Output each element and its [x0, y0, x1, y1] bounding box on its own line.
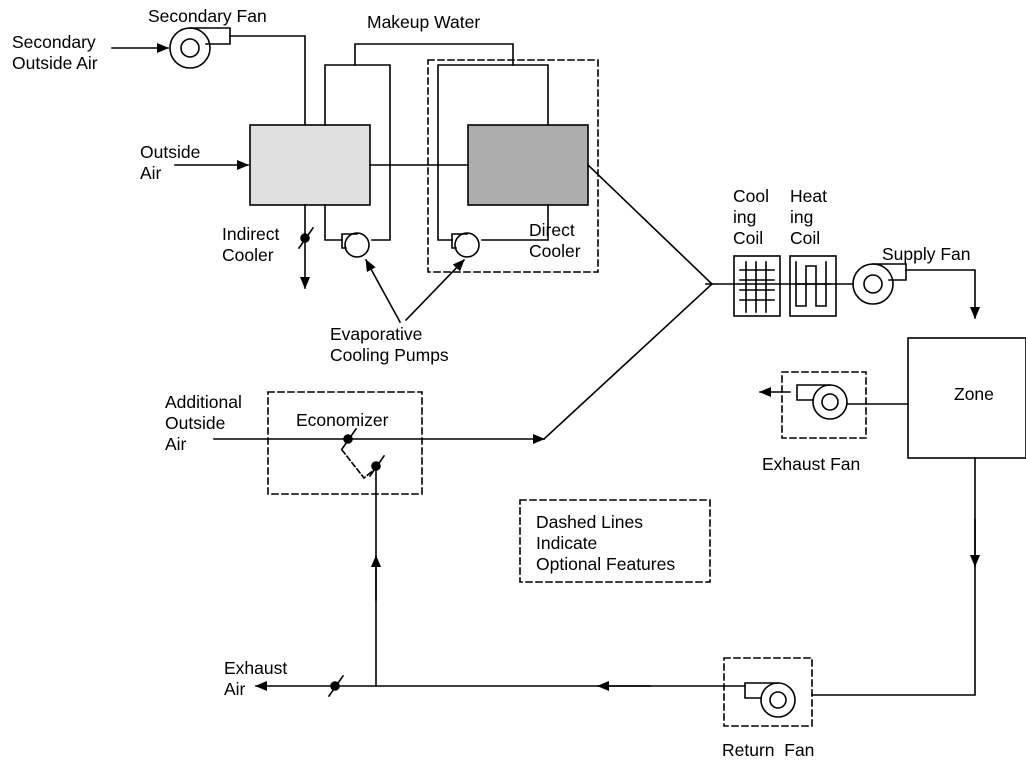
additional-outside-air-label: Additional Outside Air [165, 392, 242, 454]
supply-fan-label: Supply Fan [882, 244, 971, 264]
economizer-optional-box [267, 391, 423, 495]
indirect-water-loop [324, 64, 391, 241]
zone-return-line [811, 457, 976, 696]
heating-coil-icon [789, 255, 837, 317]
secondary-fan-label: Secondary Fan [148, 6, 267, 26]
economizer-label: Economizer [296, 410, 389, 430]
indirect-damper-icon [297, 226, 315, 250]
secondary-air-line [229, 35, 306, 126]
exhaust-fan-optional-box [781, 371, 867, 439]
exhaust-air-label: Exhaust Air [224, 658, 288, 699]
supply-fan-outlet-line [905, 269, 980, 319]
supply-fan-icon [852, 263, 907, 305]
direct-cooler-label: Direct Cooler [529, 220, 581, 261]
secondary-fan-icon [169, 27, 231, 69]
economizer-outlet-line [542, 282, 714, 441]
direct-cooler-optional-box [427, 59, 599, 273]
indirect-cooler-label: Indirect Cooler [222, 224, 280, 265]
cooling-coil-label: Cool ing Coil [733, 186, 769, 248]
indirect-cooler-box [249, 124, 371, 206]
exhaust-fan-icon [796, 384, 848, 420]
direct-cooler-outlet-line [586, 163, 714, 286]
direct-cooler-box [467, 124, 589, 206]
economizer-damper-icon [340, 427, 386, 480]
return-fan-label: Return Fan [722, 740, 815, 760]
evaporative-cooling-pumps-label: Evaporative Cooling Pumps [330, 324, 449, 365]
pump-callout-1 [364, 258, 402, 324]
makeup-water-line [354, 43, 514, 66]
exhaust-fan-label: Exhaust Fan [762, 454, 861, 474]
zone-box [907, 337, 1026, 459]
return-fan-icon [744, 682, 796, 718]
legend-note-label: Dashed Lines Indicate Optional Features [536, 512, 676, 574]
exhaust-air-damper-icon [327, 674, 345, 698]
direct-pump-icon [451, 232, 480, 258]
cooling-coil-icon [733, 255, 781, 317]
return-fan-optional-box [723, 657, 813, 727]
zone-label: Zone [954, 384, 994, 404]
legend-note-box [519, 499, 711, 583]
heating-coil-label: Heat ing Coil [790, 186, 827, 248]
makeup-water-label: Makeup Water [367, 12, 481, 32]
direct-water-loop [437, 64, 549, 241]
pump-callout-2 [404, 258, 466, 322]
outside-air-label: Outside Air [140, 142, 201, 183]
secondary-outside-air-label: Secondary Outside Air [12, 32, 98, 73]
indirect-pump-icon [341, 232, 370, 258]
